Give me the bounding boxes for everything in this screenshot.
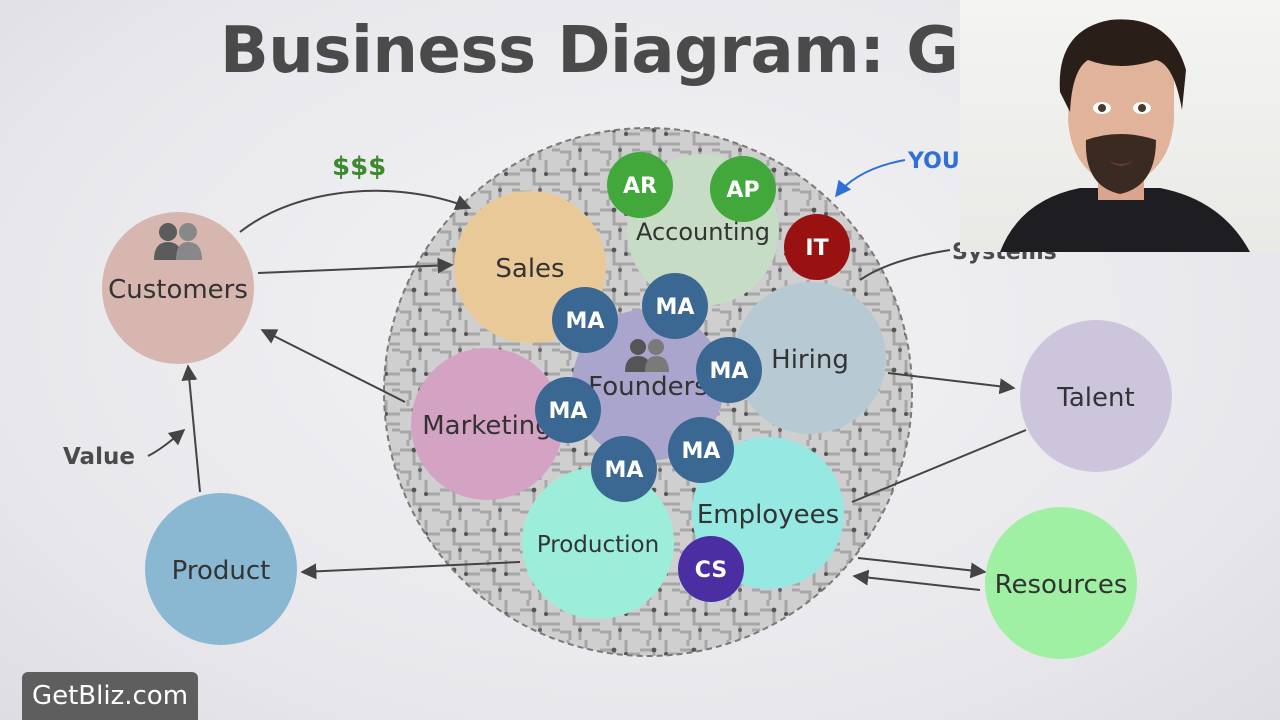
marketing-label: Marketing [422, 411, 552, 441]
arrow-customers-to-sales [239, 189, 472, 233]
getbliz-watermark: GetBliz.com [22, 672, 198, 720]
arrow-customers-sales-flow [257, 257, 454, 274]
talent-label: Talent [1056, 383, 1134, 413]
ma-badge-label: MA [682, 439, 721, 464]
employees-label: Employees [697, 500, 839, 530]
ma-badge-employees [668, 417, 734, 483]
ma-badge-label: MA [605, 458, 644, 483]
ma-badge-accounting [642, 273, 708, 339]
ar-badge [607, 152, 673, 218]
arrow-systems [859, 249, 951, 281]
customers-label: Customers [108, 275, 248, 305]
ma-badge-label: MA [549, 399, 588, 424]
arrow-marketing-to-customers [260, 329, 406, 403]
ma-badge-label: MA [710, 359, 749, 384]
you-annotation: YOU [907, 149, 960, 174]
arrow-employees-to-resources [857, 557, 987, 579]
resources-node [985, 507, 1137, 659]
it-badge [784, 214, 850, 280]
product-node [145, 493, 297, 645]
customers-people-icon [154, 223, 202, 260]
ap-badge [710, 156, 776, 222]
arrow-you [835, 159, 906, 198]
talent-node [1020, 320, 1172, 472]
ma-badge-hiring [696, 337, 762, 403]
ar-badge-label: AR [623, 174, 657, 199]
hiring-node [734, 282, 886, 434]
production-label: Production [537, 532, 659, 558]
product-label: Product [172, 556, 271, 586]
cs-badge [678, 536, 744, 602]
customers-node [102, 212, 254, 364]
ma-badge-sales [552, 287, 618, 353]
ma-badge-label: MA [656, 295, 695, 320]
arrow-hiring-to-talent [887, 372, 1016, 395]
marketing-node [411, 348, 563, 500]
presenter-figure [1000, 19, 1250, 252]
accounting-label: Accounting [636, 218, 770, 246]
sales-label: Sales [495, 254, 564, 284]
production-node [522, 467, 674, 619]
presenter-webcam [960, 0, 1280, 252]
it-badge-label: IT [805, 236, 828, 261]
hiring-label: Hiring [771, 345, 849, 375]
ma-badge-marketing [535, 377, 601, 443]
money-annotation: $$$ [332, 152, 386, 182]
slide-title: Business Diagram: Gene [220, 14, 1090, 88]
founders-people-icon [625, 339, 669, 372]
cs-badge-label: CS [695, 558, 727, 583]
resources-label: Resources [995, 570, 1128, 600]
arrow-talent-to-employees [851, 429, 1027, 503]
ap-badge-label: AP [726, 178, 759, 203]
ma-badge-production [591, 436, 657, 502]
arrow-resources-to-employees [852, 569, 981, 591]
arrow-production-to-product [300, 561, 521, 580]
ma-badge-label: MA [566, 309, 605, 334]
arrow-value [147, 428, 186, 457]
value-annotation: Value [63, 444, 135, 470]
founders-label: Founders [588, 372, 708, 402]
arrow-product-to-customers [181, 364, 201, 493]
